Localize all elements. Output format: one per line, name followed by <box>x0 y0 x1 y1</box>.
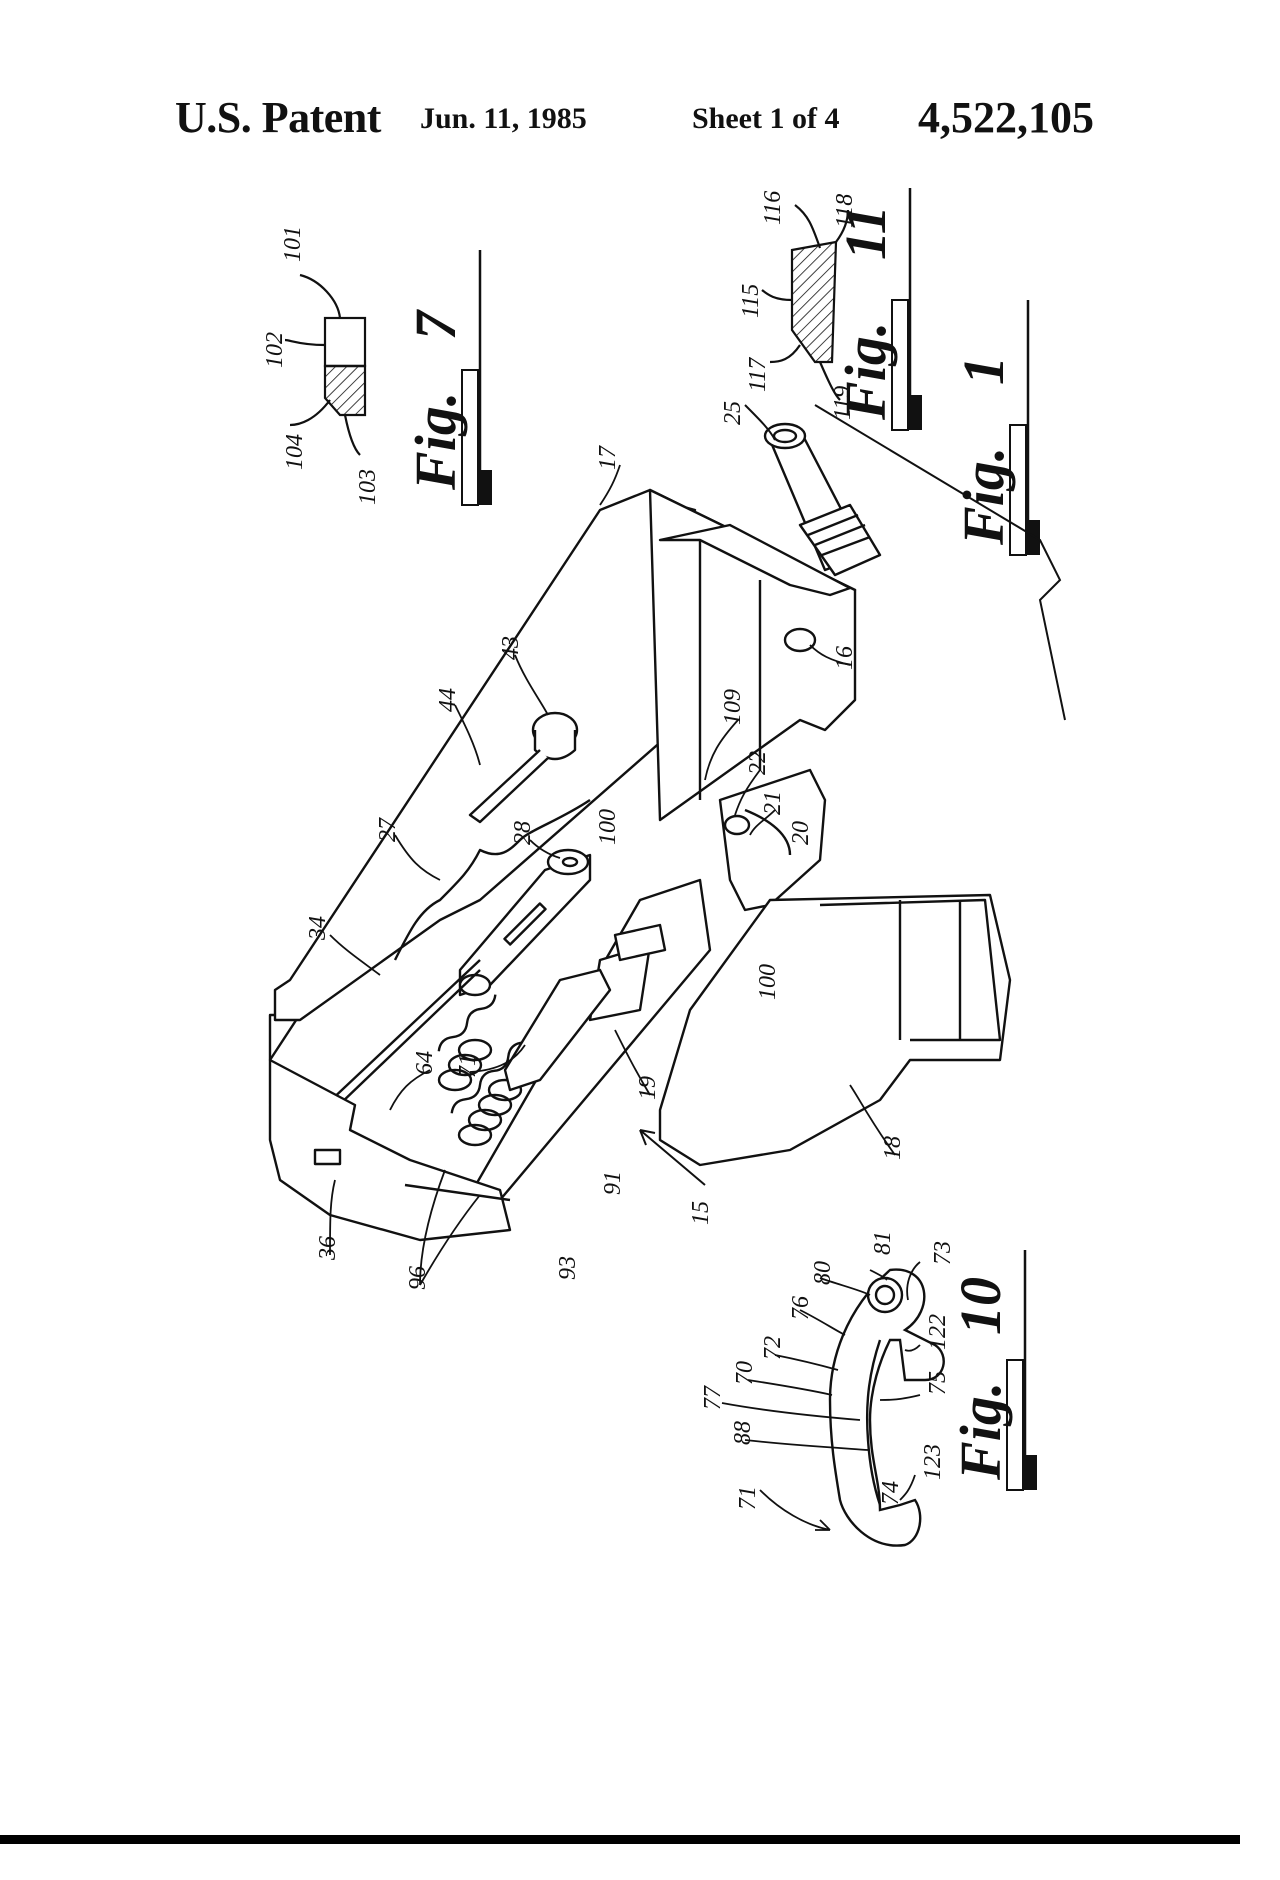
fig7-caption: Fig. 7 <box>403 250 492 506</box>
fig7-prefix: Fig. <box>403 392 468 491</box>
ref-71-fig1: 71 <box>455 1054 481 1078</box>
ref-25: 25 <box>720 401 746 425</box>
figure-7: 101 102 104 103 Fig. 7 <box>262 226 492 506</box>
fig10-labels: 81 80 73 76 122 72 75 70 77 88 123 74 71 <box>700 1231 956 1531</box>
ref-81: 81 <box>870 1231 896 1255</box>
ref-101: 101 <box>280 226 306 262</box>
bottom-rule <box>0 1835 1240 1844</box>
ref-104: 104 <box>282 434 308 470</box>
ref-109: 109 <box>720 689 746 725</box>
magazine-well <box>718 768 827 912</box>
ref-16: 16 <box>832 646 858 670</box>
fig11-prefix: Fig. <box>833 322 898 421</box>
ref-93: 93 <box>555 1256 581 1280</box>
fig1-labels: 25 17 43 44 27 28 34 100 109 22 21 20 16… <box>305 401 906 1290</box>
ref-118: 118 <box>832 194 858 228</box>
figure-11: 116 118 115 117 119 Fig. 11 <box>738 188 922 431</box>
ref-115: 115 <box>738 284 764 318</box>
sear-part <box>613 923 667 962</box>
ref-103: 103 <box>355 469 381 505</box>
side-hole <box>783 627 817 653</box>
ref-34: 34 <box>305 916 331 941</box>
barrel-muzzle <box>763 422 882 577</box>
ref-100-bottom: 100 <box>755 964 781 1000</box>
patent-label: U.S. Patent <box>175 93 381 142</box>
ref-119: 119 <box>830 386 856 420</box>
ref-77: 77 <box>700 1385 726 1410</box>
ref-122: 122 <box>925 1314 951 1350</box>
ref-71-fig10: 71 <box>735 1486 761 1510</box>
fig11-number: 11 <box>833 205 898 260</box>
ref-17: 17 <box>595 445 621 470</box>
ref-75: 75 <box>925 1371 951 1395</box>
fig1-number: 1 <box>951 356 1016 385</box>
ref-100-top: 100 <box>595 809 621 845</box>
ref-20: 20 <box>788 821 814 845</box>
recoil-springs <box>437 994 523 1147</box>
figure-10: 81 80 73 76 122 72 75 70 77 88 123 74 71 <box>700 1231 1037 1547</box>
ref-117: 117 <box>745 357 771 392</box>
ref-15: 15 <box>688 1201 714 1225</box>
ref-102: 102 <box>262 332 288 368</box>
fig7-section-drawing <box>284 273 367 456</box>
ref-74: 74 <box>878 1481 904 1505</box>
ref-43: 43 <box>498 636 524 660</box>
ref-19: 19 <box>635 1076 661 1100</box>
guide-rod <box>309 959 481 1121</box>
ref-36: 36 <box>315 1236 341 1261</box>
patent-number: 4,522,105 <box>918 93 1094 142</box>
ref-76: 76 <box>788 1296 814 1320</box>
fig1-bracket <box>814 404 1066 721</box>
trigger-housing <box>468 878 712 1202</box>
fig10-number: 10 <box>948 1277 1013 1335</box>
ref-64: 64 <box>412 1051 438 1075</box>
fig10-prefix: Fig. <box>948 1382 1013 1481</box>
ref-22: 22 <box>745 751 771 775</box>
ref-91: 91 <box>600 1171 626 1195</box>
sight-cap <box>468 711 579 824</box>
cutaway-edge <box>393 799 591 961</box>
fig10-hook-drawing <box>828 1268 945 1547</box>
pistol-grip <box>658 893 1012 1167</box>
fig11-caption: Fig. 11 <box>833 188 922 431</box>
sheet-number: Sheet 1 of 4 <box>692 102 840 135</box>
arrow-15 <box>639 1129 706 1186</box>
hook-71-fig1 <box>503 968 612 1092</box>
fig7-number: 7 <box>403 309 468 340</box>
patent-header: U.S. Patent Jun. 11, 1985 Sheet 1 of 4 4… <box>0 92 1280 152</box>
fig1-leader-lines <box>329 464 896 1286</box>
figure-1-drawing <box>268 422 1012 1242</box>
fig10-caption: Fig. 10 <box>948 1250 1037 1491</box>
fig11-section-drawing <box>761 204 850 401</box>
fig1-prefix: Fig. <box>951 447 1016 546</box>
ref-73: 73 <box>930 1241 956 1265</box>
patent-date: Jun. 11, 1985 <box>420 102 587 135</box>
ref-96: 96 <box>405 1266 431 1290</box>
ref-116: 116 <box>760 191 786 225</box>
fig1-caption: Fig. 1 <box>951 300 1040 556</box>
rear-frame <box>268 1058 512 1242</box>
ref-123: 123 <box>920 1444 946 1480</box>
